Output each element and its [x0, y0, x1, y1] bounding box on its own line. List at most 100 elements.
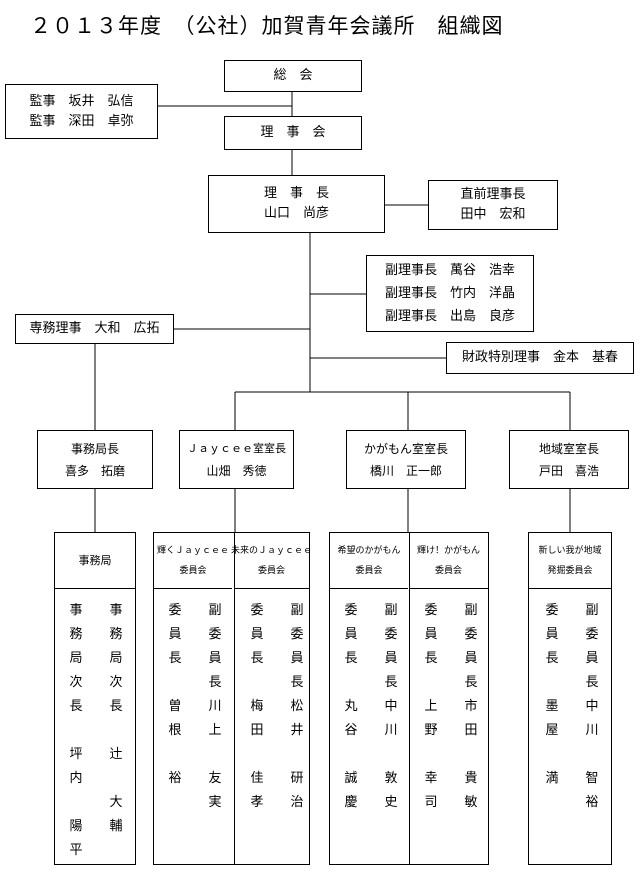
committee-header: 輝け！かがもん 委員会	[409, 533, 488, 589]
member-column: 副委員長川上友実	[200, 599, 230, 815]
division-box-secretariat: 事務局長 喜多 拓磨	[37, 430, 153, 489]
member-char: 裕	[168, 771, 182, 786]
member-char: 貴	[464, 771, 478, 786]
committee-header: 希望のかがもん 委員会	[330, 533, 408, 589]
member-column: 副委員長松井研治	[282, 599, 312, 815]
past-president-box: 直前理事長 田中 宏和	[428, 180, 558, 230]
member-char: 長	[168, 651, 182, 666]
member-char: 墨	[545, 699, 559, 714]
finance-director: 財政特別理事 金本 基春	[461, 350, 618, 365]
committee-group-kagamon: 希望のかがもん 委員会 輝け！かがもん 委員会 委員長丸谷誠慶副委員長中川敦史 …	[329, 532, 489, 865]
member-char	[61, 719, 91, 743]
committee-group-jaycee: 輝くＪａｙｃｅｅ 委員会 未来のＪａｙｃｅｅ 委員会 委員長曽根裕副委員長川上友…	[153, 532, 312, 865]
member-char: 田	[464, 723, 478, 738]
member-char: 員	[585, 651, 599, 666]
member-char: 敦	[384, 771, 398, 786]
committee-header: 事務局	[55, 533, 135, 589]
member-char: 満	[545, 771, 559, 786]
member-char: 委	[250, 603, 264, 618]
member-char: 務	[109, 627, 123, 642]
member-char: 委	[545, 603, 559, 618]
member-char: 長	[250, 651, 264, 666]
member-char: 丸	[344, 699, 358, 714]
member-char: 敏	[464, 795, 478, 810]
member-char: 川	[208, 699, 222, 714]
member-char: 長	[290, 675, 304, 690]
member-char: 長	[208, 675, 222, 690]
member-char: 長	[344, 651, 358, 666]
general-assembly-box: 総 会	[224, 60, 362, 92]
member-char: 事	[109, 603, 123, 618]
division-title: かがもん室室長	[363, 441, 448, 456]
committee-header: 新しい我が地域 発掘委員会	[529, 533, 611, 589]
member-char: 員	[464, 651, 478, 666]
member-char: 上	[424, 699, 438, 714]
member-char: 史	[384, 795, 398, 810]
division-title: 地域室室長	[538, 441, 599, 456]
member-char: 谷	[344, 723, 358, 738]
member-char: 野	[424, 723, 438, 738]
member-char: 誠	[344, 771, 358, 786]
auditor-2: 監事 深田 卓弥	[29, 113, 134, 129]
division-box-kagamon: かがもん室室長 橋川 正一郎	[346, 430, 466, 489]
executive-director-box: 専務理事 大和 広拓	[15, 314, 174, 344]
page-title: ２０１３年度 （公社）加賀青年会議所 組織図	[30, 14, 504, 38]
member-char: 長	[109, 699, 123, 714]
member-char	[200, 743, 230, 767]
committee-members: 事務局次長坪内陽平事務局次長辻大輔	[61, 599, 131, 863]
board-label: 理 事 会	[260, 125, 326, 140]
president-box: 理 事 長 山口 尚彦	[208, 175, 385, 233]
member-char: 長	[424, 651, 438, 666]
member-char: 坪	[69, 747, 83, 762]
member-char: 委	[585, 627, 599, 642]
committee-members: 委員長丸谷誠慶副委員長中川敦史	[336, 599, 406, 815]
member-char: 梅	[250, 699, 264, 714]
vice-president-2: 副理事長 竹内 洋晶	[384, 286, 515, 301]
past-president-title: 直前理事長	[460, 187, 526, 202]
member-char: 委	[344, 603, 358, 618]
member-char	[242, 743, 272, 767]
committee-members: 委員長曽根裕副委員長川上友実	[160, 599, 230, 815]
member-char	[537, 791, 567, 815]
division-head-name: 山畑 秀徳	[206, 463, 267, 478]
division-head-name: 戸田 喜浩	[538, 463, 599, 478]
member-char	[537, 743, 567, 767]
member-char: 員	[168, 627, 182, 642]
committee-header: 未来のＪａｙｃｅｅ 委員会	[231, 533, 312, 589]
member-char	[416, 671, 446, 695]
member-char	[376, 743, 406, 767]
committee-header: 輝くＪａｙｃｅｅ 委員会	[154, 533, 232, 589]
member-char	[160, 671, 190, 695]
committee-members: 委員長梅田佳孝副委員長松井研治	[242, 599, 312, 815]
committee-divider	[234, 533, 235, 864]
division-box-jaycee: Ｊａｙｃｅｅ室室長 山畑 秀徳	[179, 430, 294, 489]
member-char: 員	[290, 651, 304, 666]
member-char	[456, 743, 486, 767]
member-char	[160, 791, 190, 815]
member-char: 委	[290, 627, 304, 642]
member-char: 市	[464, 699, 478, 714]
member-char	[101, 719, 131, 743]
member-char	[537, 671, 567, 695]
division-title: Ｊａｙｃｅｅ室室長	[187, 441, 286, 455]
member-char	[416, 743, 446, 767]
member-char: 局	[109, 651, 123, 666]
member-char: 副	[585, 603, 599, 618]
auditors-box: 監事 坂井 弘信 監事 深田 卓弥	[5, 84, 158, 139]
member-char: 長	[585, 675, 599, 690]
executive-director: 専務理事 大和 広拓	[29, 321, 160, 336]
member-column: 委員長丸谷誠慶	[336, 599, 366, 815]
member-char: 友	[208, 771, 222, 786]
vice-president-1: 副理事長 萬谷 浩幸	[384, 263, 515, 278]
division-head-name: 橋川 正一郎	[369, 463, 442, 478]
member-char: 輔	[109, 819, 123, 834]
member-char: 辻	[109, 747, 123, 762]
member-char: 裕	[585, 795, 599, 810]
president-title: 理 事 長	[263, 186, 329, 201]
member-char: 智	[585, 771, 599, 786]
member-char: 上	[208, 723, 222, 738]
member-char	[61, 791, 91, 815]
division-box-region: 地域室室長 戸田 喜浩	[509, 430, 629, 489]
member-char: 曽	[168, 699, 182, 714]
member-char: 田	[250, 723, 264, 738]
